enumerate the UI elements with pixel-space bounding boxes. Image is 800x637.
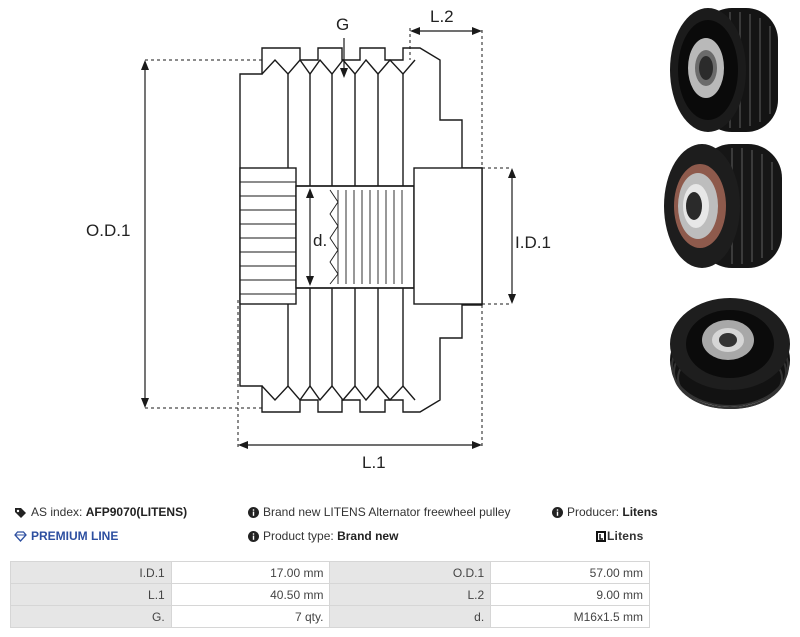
as-index: AS index: AFP9070(LITENS) bbox=[14, 500, 187, 524]
producer-label: Producer: bbox=[567, 505, 620, 519]
spec-label: G. bbox=[10, 605, 172, 628]
producer-value: Litens bbox=[622, 505, 658, 519]
product-type-value: Brand new bbox=[337, 529, 399, 543]
as-index-value: AFP9070(LITENS) bbox=[85, 505, 188, 519]
product-info: AS index: AFP9070(LITENS) Brand new LITE… bbox=[10, 500, 658, 548]
spline-hub bbox=[239, 167, 297, 305]
description: Brand new LITENS Alternator freewheel pu… bbox=[248, 500, 510, 524]
litens-logo: Litens bbox=[596, 524, 644, 548]
spec-label: I.D.1 bbox=[10, 561, 172, 584]
spec-label: L.2 bbox=[329, 583, 492, 606]
spec-label: O.D.1 bbox=[329, 561, 492, 584]
info-row-1: AS index: AFP9070(LITENS) Brand new LITE… bbox=[10, 500, 658, 524]
litens-logo-icon bbox=[596, 531, 606, 543]
info-icon bbox=[552, 507, 563, 519]
pulley-drawing-area: G L.2 O.D.1 d. I.D.1 L.1 bbox=[86, 7, 790, 472]
tag-icon bbox=[15, 507, 26, 518]
product-type: Product type: Brand new bbox=[248, 524, 398, 548]
l1-label: L.1 bbox=[362, 453, 386, 472]
spec-label: d. bbox=[329, 605, 492, 628]
spec-value: 57.00 mm bbox=[490, 561, 650, 584]
info-icon bbox=[248, 531, 259, 543]
product-type-label: Product type: bbox=[263, 529, 334, 543]
info-row-2: PREMIUM LINE Product type: Brand new Lit… bbox=[10, 524, 650, 548]
spec-row: G.7 qty.d.M16x1.5 mm bbox=[10, 605, 650, 628]
pulley-photo-rear bbox=[664, 144, 782, 268]
g-label: G bbox=[336, 15, 349, 34]
id1-label: I.D.1 bbox=[515, 233, 551, 252]
premium-line-text: PREMIUM LINE bbox=[31, 529, 119, 543]
as-index-label: AS index: bbox=[31, 505, 83, 519]
spec-value: 9.00 mm bbox=[490, 583, 650, 606]
spec-value: 7 qty. bbox=[170, 605, 331, 628]
description-text: Brand new LITENS Alternator freewheel pu… bbox=[263, 505, 511, 519]
end-cap bbox=[413, 167, 483, 305]
diamond-icon bbox=[14, 531, 27, 543]
pulley-photo-front bbox=[670, 8, 778, 132]
spec-label: L.1 bbox=[10, 583, 172, 606]
d-label: d. bbox=[313, 231, 327, 250]
spec-value: 40.50 mm bbox=[170, 583, 331, 606]
spline-lines bbox=[240, 181, 296, 295]
producer: Producer: Litens bbox=[552, 500, 658, 524]
spec-value: 17.00 mm bbox=[170, 561, 331, 584]
l2-label: L.2 bbox=[430, 7, 454, 26]
info-icon bbox=[248, 507, 259, 519]
pulley-photo-angled bbox=[670, 298, 790, 409]
spec-value: M16x1.5 mm bbox=[490, 605, 650, 628]
litens-logo-text: Litens bbox=[607, 529, 644, 543]
od1-label: O.D.1 bbox=[86, 221, 130, 240]
premium-line-badge: PREMIUM LINE bbox=[14, 524, 118, 548]
technical-drawing: G L.2 O.D.1 d. I.D.1 L.1 bbox=[86, 7, 551, 472]
thread-lines bbox=[329, 189, 403, 285]
